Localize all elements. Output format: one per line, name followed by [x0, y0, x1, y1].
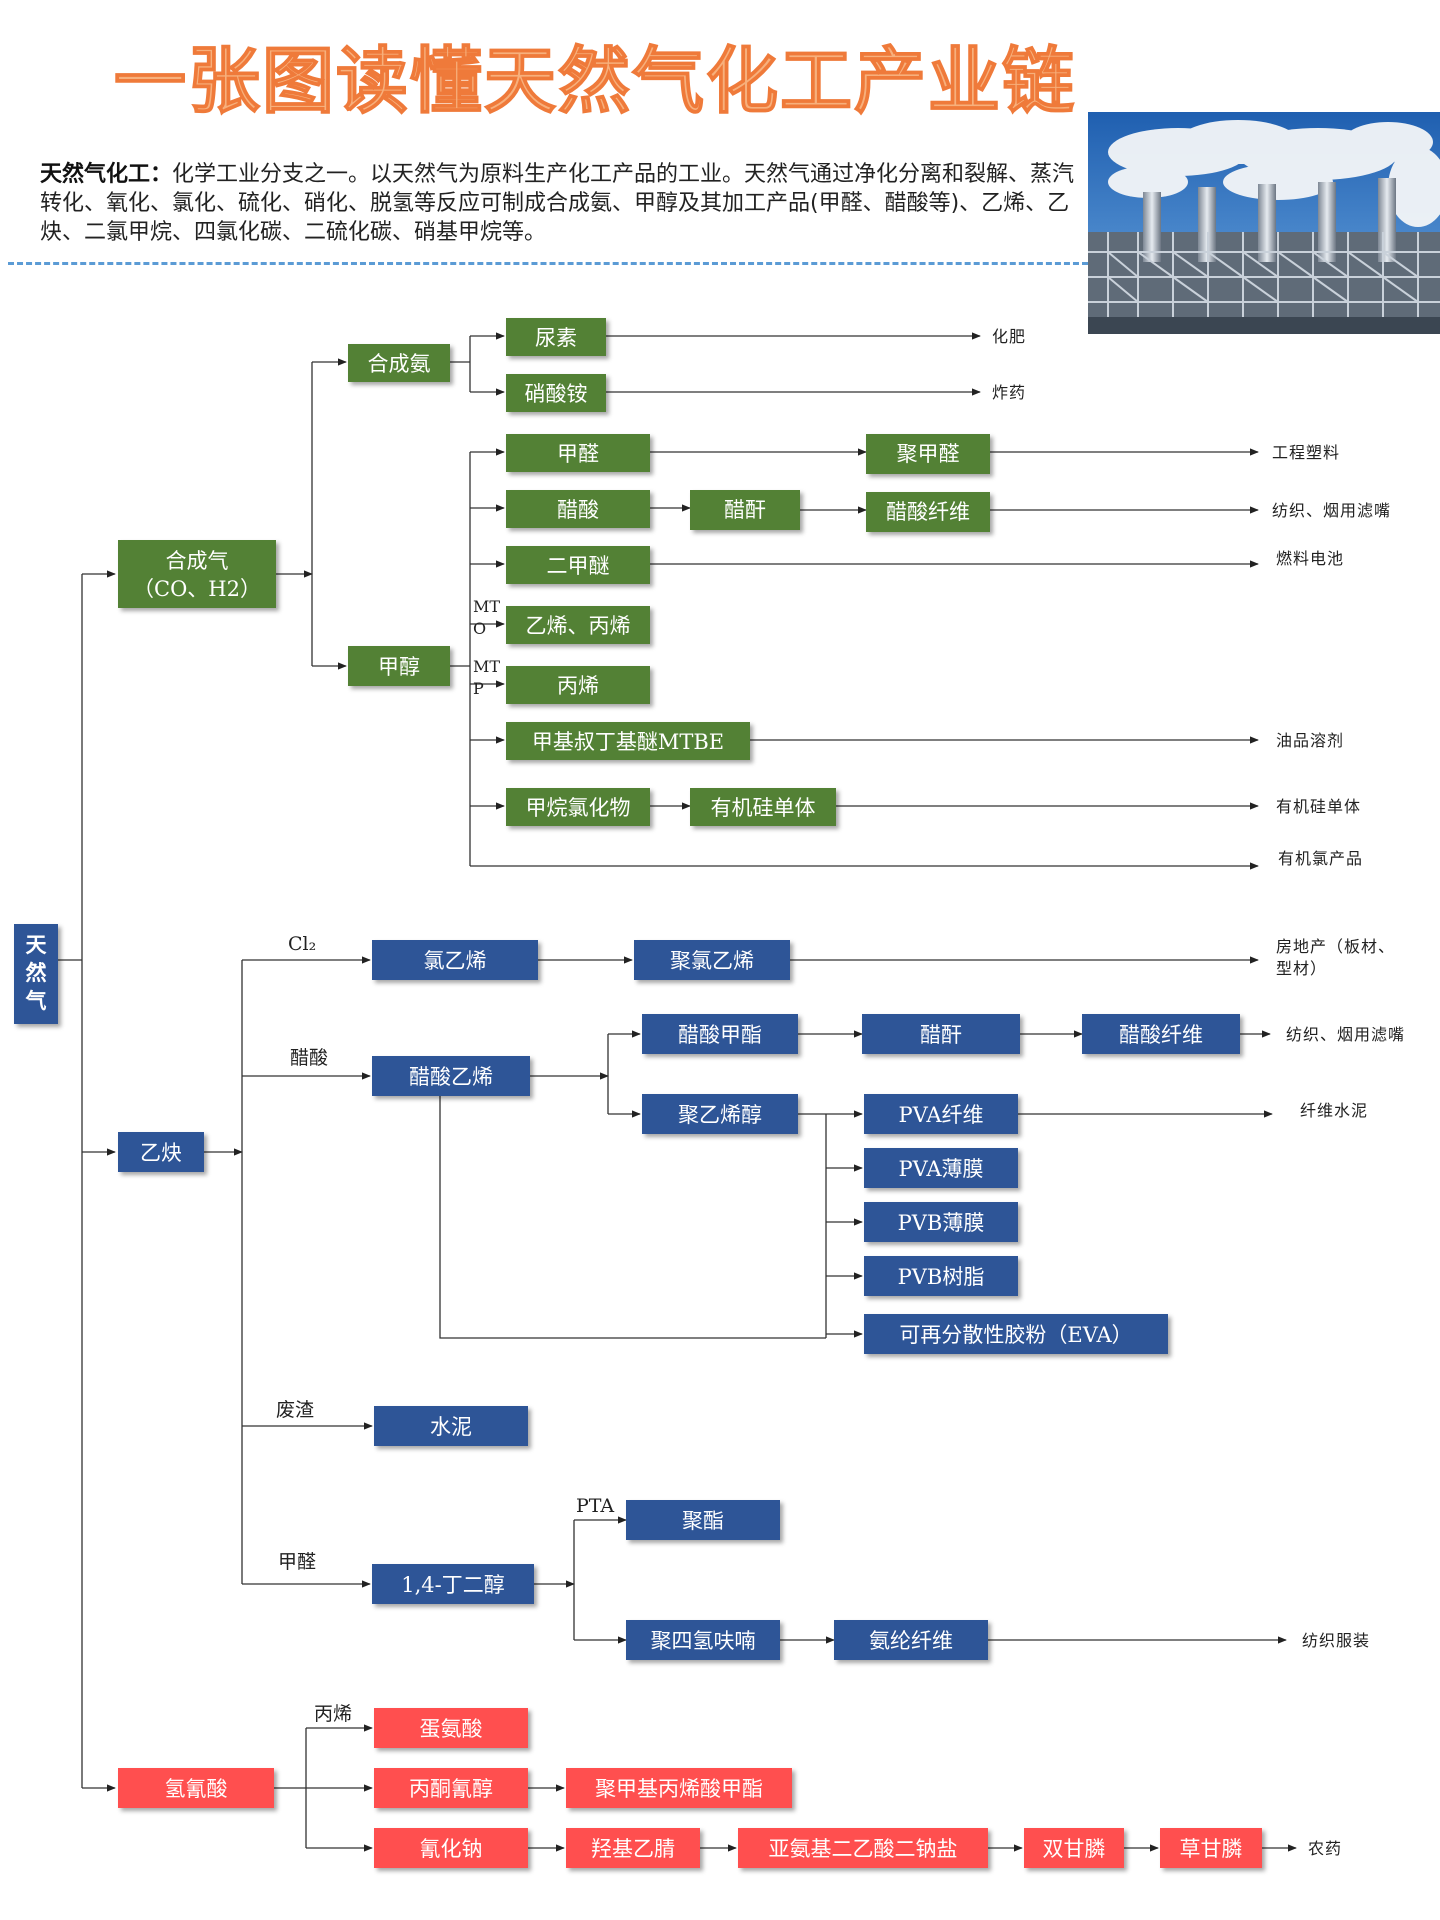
node-mtbe: 甲基叔丁基醚MTBE: [532, 730, 724, 754]
node-methyl-acetate: 醋酸甲酯: [678, 1023, 762, 1047]
node-syngas-line1: 合成气: [166, 549, 229, 573]
intro-body: 化学工业分支之一。以天然气为原料生产化工产品的工业。天然气通过净化分离和裂解、蒸…: [40, 162, 1075, 245]
acetylene-branch: 乙炔 氯乙烯 聚氯乙烯 醋酸乙烯 醋酸甲酯 醋酐 醋酸纤维 聚乙烯醇 PVA纤维…: [118, 940, 1240, 1660]
edge-label-propylene: 丙烯: [314, 1703, 352, 1725]
node-urea: 尿素: [535, 326, 577, 350]
leaf-textile-filter-green: 纺织、烟用滤嘴: [1272, 501, 1391, 520]
node-vinyl-acetate: 醋酸乙烯: [409, 1065, 493, 1089]
node-formaldehyde: 甲醛: [557, 442, 599, 466]
node-ammonium-nitrate: 硝酸铵: [525, 382, 588, 406]
intro-paragraph: 天然气化工：化学工业分支之一。以天然气为原料生产化工产品的工业。天然气通过净化分…: [40, 160, 1075, 247]
node-acetic-anhydride-green: 醋酐: [724, 498, 766, 522]
node-eva: 可再分散性胶粉（EVA）: [899, 1323, 1132, 1347]
syngas-branch: 合成气 （CO、H2） 合成氨 尿素 硝酸铵 甲醇 甲醛 聚甲醛 醋酸 醋酐 醋…: [118, 318, 990, 826]
node-hydrocyanic-acid: 氢氰酸: [165, 1777, 228, 1801]
node-polyester: 聚酯: [682, 1509, 724, 1533]
edge-label-mto-2: O: [473, 619, 486, 638]
node-disodium-iminodiacetate: 亚氨基二乙酸二钠盐: [769, 1837, 958, 1861]
node-vinyl-chloride: 氯乙烯: [424, 949, 487, 973]
node-polyvinyl-alcohol: 聚乙烯醇: [678, 1103, 762, 1127]
dashed-divider: [8, 262, 1088, 265]
leaf-real-estate-line1: 房地产（板材、: [1276, 937, 1395, 956]
edge-label-cl2: Cl₂: [288, 933, 316, 955]
leaf-textile-apparel: 纺织服装: [1302, 1631, 1370, 1650]
leaf-fertilizer: 化肥: [992, 327, 1026, 346]
page-title: 一张图读懂天然气化工产业链: [113, 38, 1076, 124]
leaf-oil-solvent: 油品溶剂: [1276, 731, 1344, 750]
node-butanediol: 1,4-丁二醇: [401, 1573, 505, 1597]
node-cellulose-acetate-blue: 醋酸纤维: [1119, 1023, 1203, 1047]
node-glycolonitrile: 羟基乙腈: [591, 1837, 675, 1861]
node-acetic-acid: 醋酸: [557, 498, 599, 522]
node-natural-gas: 天 然 气: [14, 924, 58, 1024]
leaf-textile-filter-blue: 纺织、烟用滤嘴: [1286, 1025, 1405, 1044]
node-spandex: 氨纶纤维: [869, 1629, 953, 1653]
node-natural-gas-char-3: 气: [25, 988, 47, 1013]
node-pvc: 聚氯乙烯: [670, 949, 754, 973]
edge-label-mtp-1: MT: [473, 657, 500, 676]
node-pmma: 聚甲基丙烯酸甲酯: [595, 1777, 763, 1801]
node-methionine: 蛋氨酸: [420, 1717, 483, 1741]
leaf-fiber-cement: 纤维水泥: [1300, 1101, 1368, 1120]
node-pvb-film: PVB薄膜: [898, 1211, 985, 1235]
node-natural-gas-char-2: 然: [26, 960, 47, 985]
node-pva-fiber: PVA纤维: [898, 1103, 983, 1127]
node-acetylene: 乙炔: [140, 1141, 182, 1165]
node-ethylene-propylene: 乙烯、丙烯: [526, 614, 631, 638]
node-dimethyl-ether: 二甲醚: [547, 554, 610, 578]
node-pva-film: PVA薄膜: [898, 1157, 983, 1181]
edge-label-waste-residue: 废渣: [276, 1399, 314, 1421]
node-natural-gas-char-1: 天: [26, 932, 48, 957]
edge-label-pta: PTA: [576, 1495, 614, 1517]
leaf-organosilicon-monomer: 有机硅单体: [1276, 797, 1361, 816]
node-cement: 水泥: [430, 1415, 472, 1439]
leaf-pesticide: 农药: [1308, 1839, 1342, 1858]
node-propylene-green: 丙烯: [557, 674, 599, 698]
node-methane-chlorides: 甲烷氯化物: [526, 796, 631, 820]
node-acetone-cyanohydrin: 丙酮氰醇: [409, 1777, 493, 1801]
end-use-labels: 化肥 炸药 工程塑料 纺织、烟用滤嘴 燃料电池 油品溶剂 有机硅单体 有机氯产品…: [992, 327, 1405, 1858]
node-organosilicon: 有机硅单体: [711, 796, 816, 820]
node-ammonia: 合成氨: [368, 352, 431, 376]
node-polyformaldehyde: 聚甲醛: [897, 442, 960, 466]
node-methanol: 甲醇: [378, 655, 420, 679]
node-sodium-cyanide: 氰化钠: [420, 1837, 483, 1861]
node-cellulose-acetate-green: 醋酸纤维: [886, 500, 970, 524]
edge-label-mto-1: MT: [473, 597, 500, 616]
leaf-organochlorine: 有机氯产品: [1278, 849, 1363, 868]
factory-chimney-photo: [1088, 112, 1440, 334]
node-polytetrahydrofuran: 聚四氢呋喃: [651, 1629, 756, 1653]
leaf-fuel-cell: 燃料电池: [1276, 549, 1344, 568]
edge-label-acetic-acid: 醋酸: [290, 1047, 328, 1069]
node-glyphosine: 双甘膦: [1043, 1837, 1106, 1861]
edge-labels: MT O MT P Cl₂ 醋酸 废渣 甲醛 PTA 丙烯: [276, 597, 614, 1725]
leaf-engineering-plastics: 工程塑料: [1272, 443, 1340, 462]
node-glyphosate: 草甘膦: [1180, 1837, 1243, 1861]
node-acetic-anhydride-blue: 醋酐: [920, 1023, 962, 1047]
leaf-real-estate-line2: 型材）: [1276, 959, 1327, 978]
node-pvb-resin: PVB树脂: [898, 1265, 985, 1289]
leaf-explosives: 炸药: [992, 383, 1026, 402]
hcn-branch: 氢氰酸 蛋氨酸 丙酮氰醇 聚甲基丙烯酸甲酯 氰化钠 羟基乙腈 亚氨基二乙酸二钠盐…: [118, 1708, 1262, 1868]
intro-lead: 天然气化工：: [40, 162, 173, 187]
edge-label-formaldehyde: 甲醛: [278, 1551, 316, 1573]
edge-label-mtp-2: P: [473, 679, 484, 698]
node-syngas-line2: （CO、H2）: [133, 577, 261, 601]
connector-lines: [58, 332, 1297, 1852]
